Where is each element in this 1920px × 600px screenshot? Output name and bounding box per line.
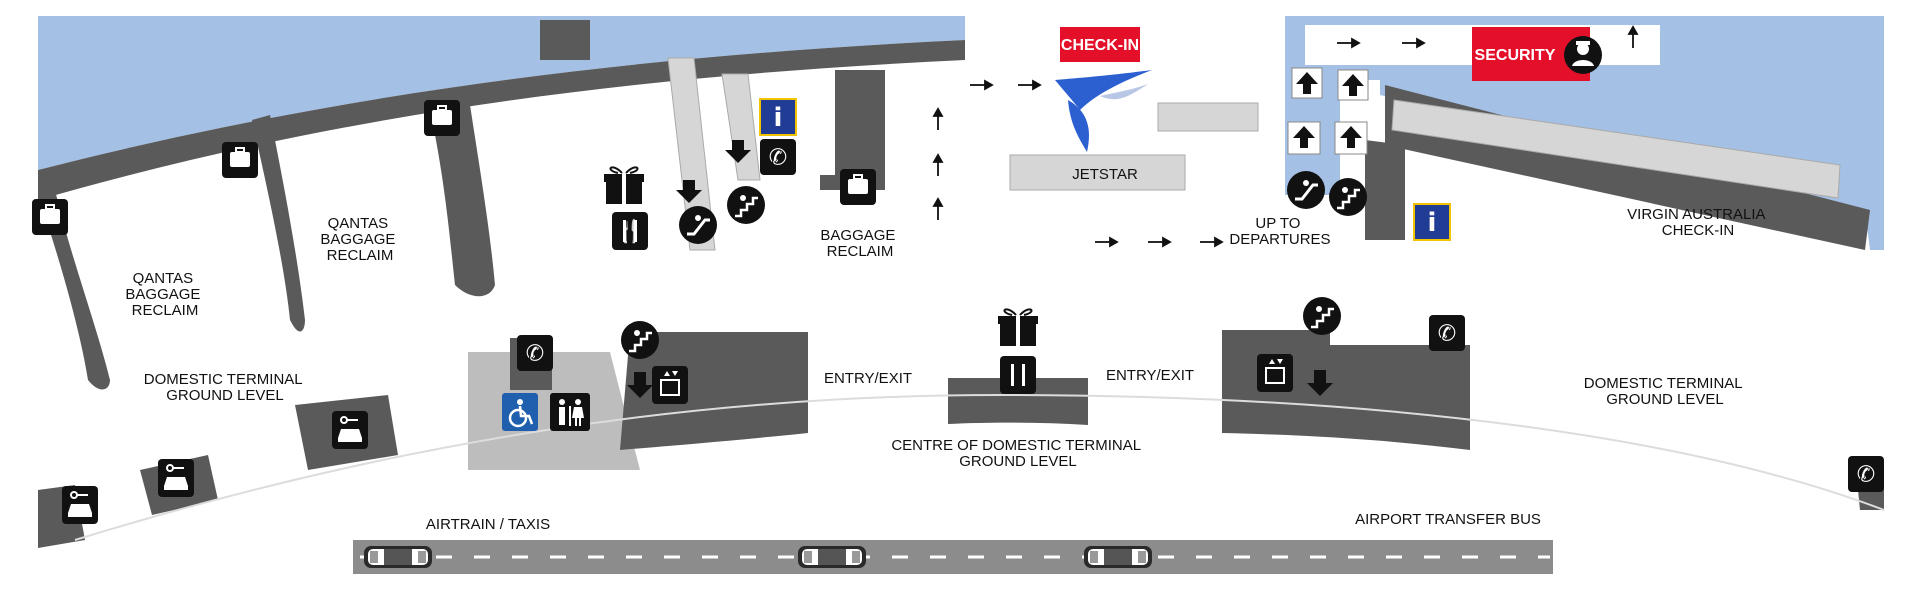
telephone-icon: ✆ [1429, 315, 1465, 351]
up-to-departures-label: UP TO DEPARTURES [1229, 215, 1330, 248]
entry-exit-left-label: ENTRY/EXIT [824, 370, 912, 387]
car-rental-icon [158, 459, 194, 497]
airtrain-taxis-label: AIRTRAIN / TAXIS [426, 516, 550, 533]
stairs-icon [1303, 297, 1341, 335]
transfer-bus-label: AIRPORT TRANSFER BUS [1355, 511, 1541, 528]
svg-text:🍴: 🍴 [616, 219, 643, 245]
car-icon [364, 546, 432, 568]
arrow-icon [970, 79, 994, 91]
information-icon: i [1413, 203, 1451, 241]
svg-text:✆: ✆ [1438, 322, 1456, 347]
virgin-checkin-label: VIRGIN AUSTRALIA CHECK-IN [1627, 206, 1769, 239]
baggage-reclaim-label: BAGGAGE RECLAIM [820, 227, 899, 260]
domestic-left-label: DOMESTIC TERMINAL GROUND LEVEL [144, 371, 307, 404]
arrow-icon [1200, 236, 1224, 248]
down-arrows [627, 140, 1333, 398]
telephone-icon: ✆ [760, 139, 796, 175]
stairs-icon [1329, 178, 1367, 216]
arrow-icon [932, 197, 944, 220]
baggage-icon [424, 100, 460, 136]
car-icon [1084, 546, 1152, 568]
stairs-icon [727, 186, 765, 224]
jetstar-logo [1055, 70, 1152, 152]
jetstar-label: JETSTAR [1072, 166, 1138, 183]
security-text: SECURITY [1475, 47, 1556, 64]
terminal-curb [74, 393, 1885, 541]
lift-icon [1257, 354, 1293, 392]
arrow-icon [1627, 25, 1639, 48]
domestic-right-label: DOMESTIC TERMINAL GROUND LEVEL [1584, 375, 1747, 408]
check-in-sign: CHECK-IN [1060, 27, 1140, 62]
toilets-icon [550, 393, 590, 431]
svg-text:i: i [774, 103, 783, 133]
information-icon: i [759, 98, 797, 136]
gift-shop-icon [604, 166, 644, 204]
qantas-reclaim-left-label: QANTAS BAGGAGE RECLAIM [125, 270, 204, 319]
arrow-icon [1337, 37, 1361, 49]
restaurant-icon: 🍴 [612, 212, 648, 250]
qantas-reclaim-mid-label: QANTAS BAGGAGE RECLAIM [320, 215, 399, 264]
security-officer-icon [1564, 36, 1602, 74]
baggage-icon [840, 169, 876, 205]
baggage-icon [222, 142, 258, 178]
arrow-icon [1402, 37, 1426, 49]
escalator-icon [679, 206, 717, 244]
svg-text:✆: ✆ [1857, 463, 1875, 488]
escalator-arrows [1287, 67, 1369, 155]
accessible-icon [502, 393, 538, 431]
entry-exit-right-label: ENTRY/EXIT [1106, 367, 1194, 384]
arrow-icon [1018, 79, 1042, 91]
stairs-icon [621, 321, 659, 359]
baggage-icon [32, 199, 68, 235]
arrow-icon [932, 107, 944, 130]
restaurant-icon [1000, 356, 1036, 394]
road [353, 540, 1553, 574]
escalator-icon [1287, 171, 1325, 209]
check-in-text: CHECK-IN [1061, 37, 1139, 54]
car-rental-icon [332, 411, 368, 449]
svg-text:✆: ✆ [769, 146, 787, 171]
car-rental-icon [62, 486, 98, 524]
gift-shop-icon [998, 308, 1038, 346]
arrow-icon [932, 153, 944, 176]
svg-text:i: i [1428, 208, 1437, 238]
security-sign: SECURITY [1472, 27, 1602, 81]
centre-label: CENTRE OF DOMESTIC TERMINAL GROUND LEVEL [891, 437, 1144, 470]
svg-text:✆: ✆ [526, 342, 544, 367]
arrow-icon [1148, 236, 1172, 248]
telephone-icon: ✆ [517, 335, 553, 371]
direction-arrows [932, 25, 1639, 248]
arrow-icon [1095, 236, 1119, 248]
car-icon [798, 546, 866, 568]
telephone-icon: ✆ [1848, 456, 1884, 492]
baggage-belts [667, 57, 1841, 251]
lift-icon [652, 366, 688, 404]
